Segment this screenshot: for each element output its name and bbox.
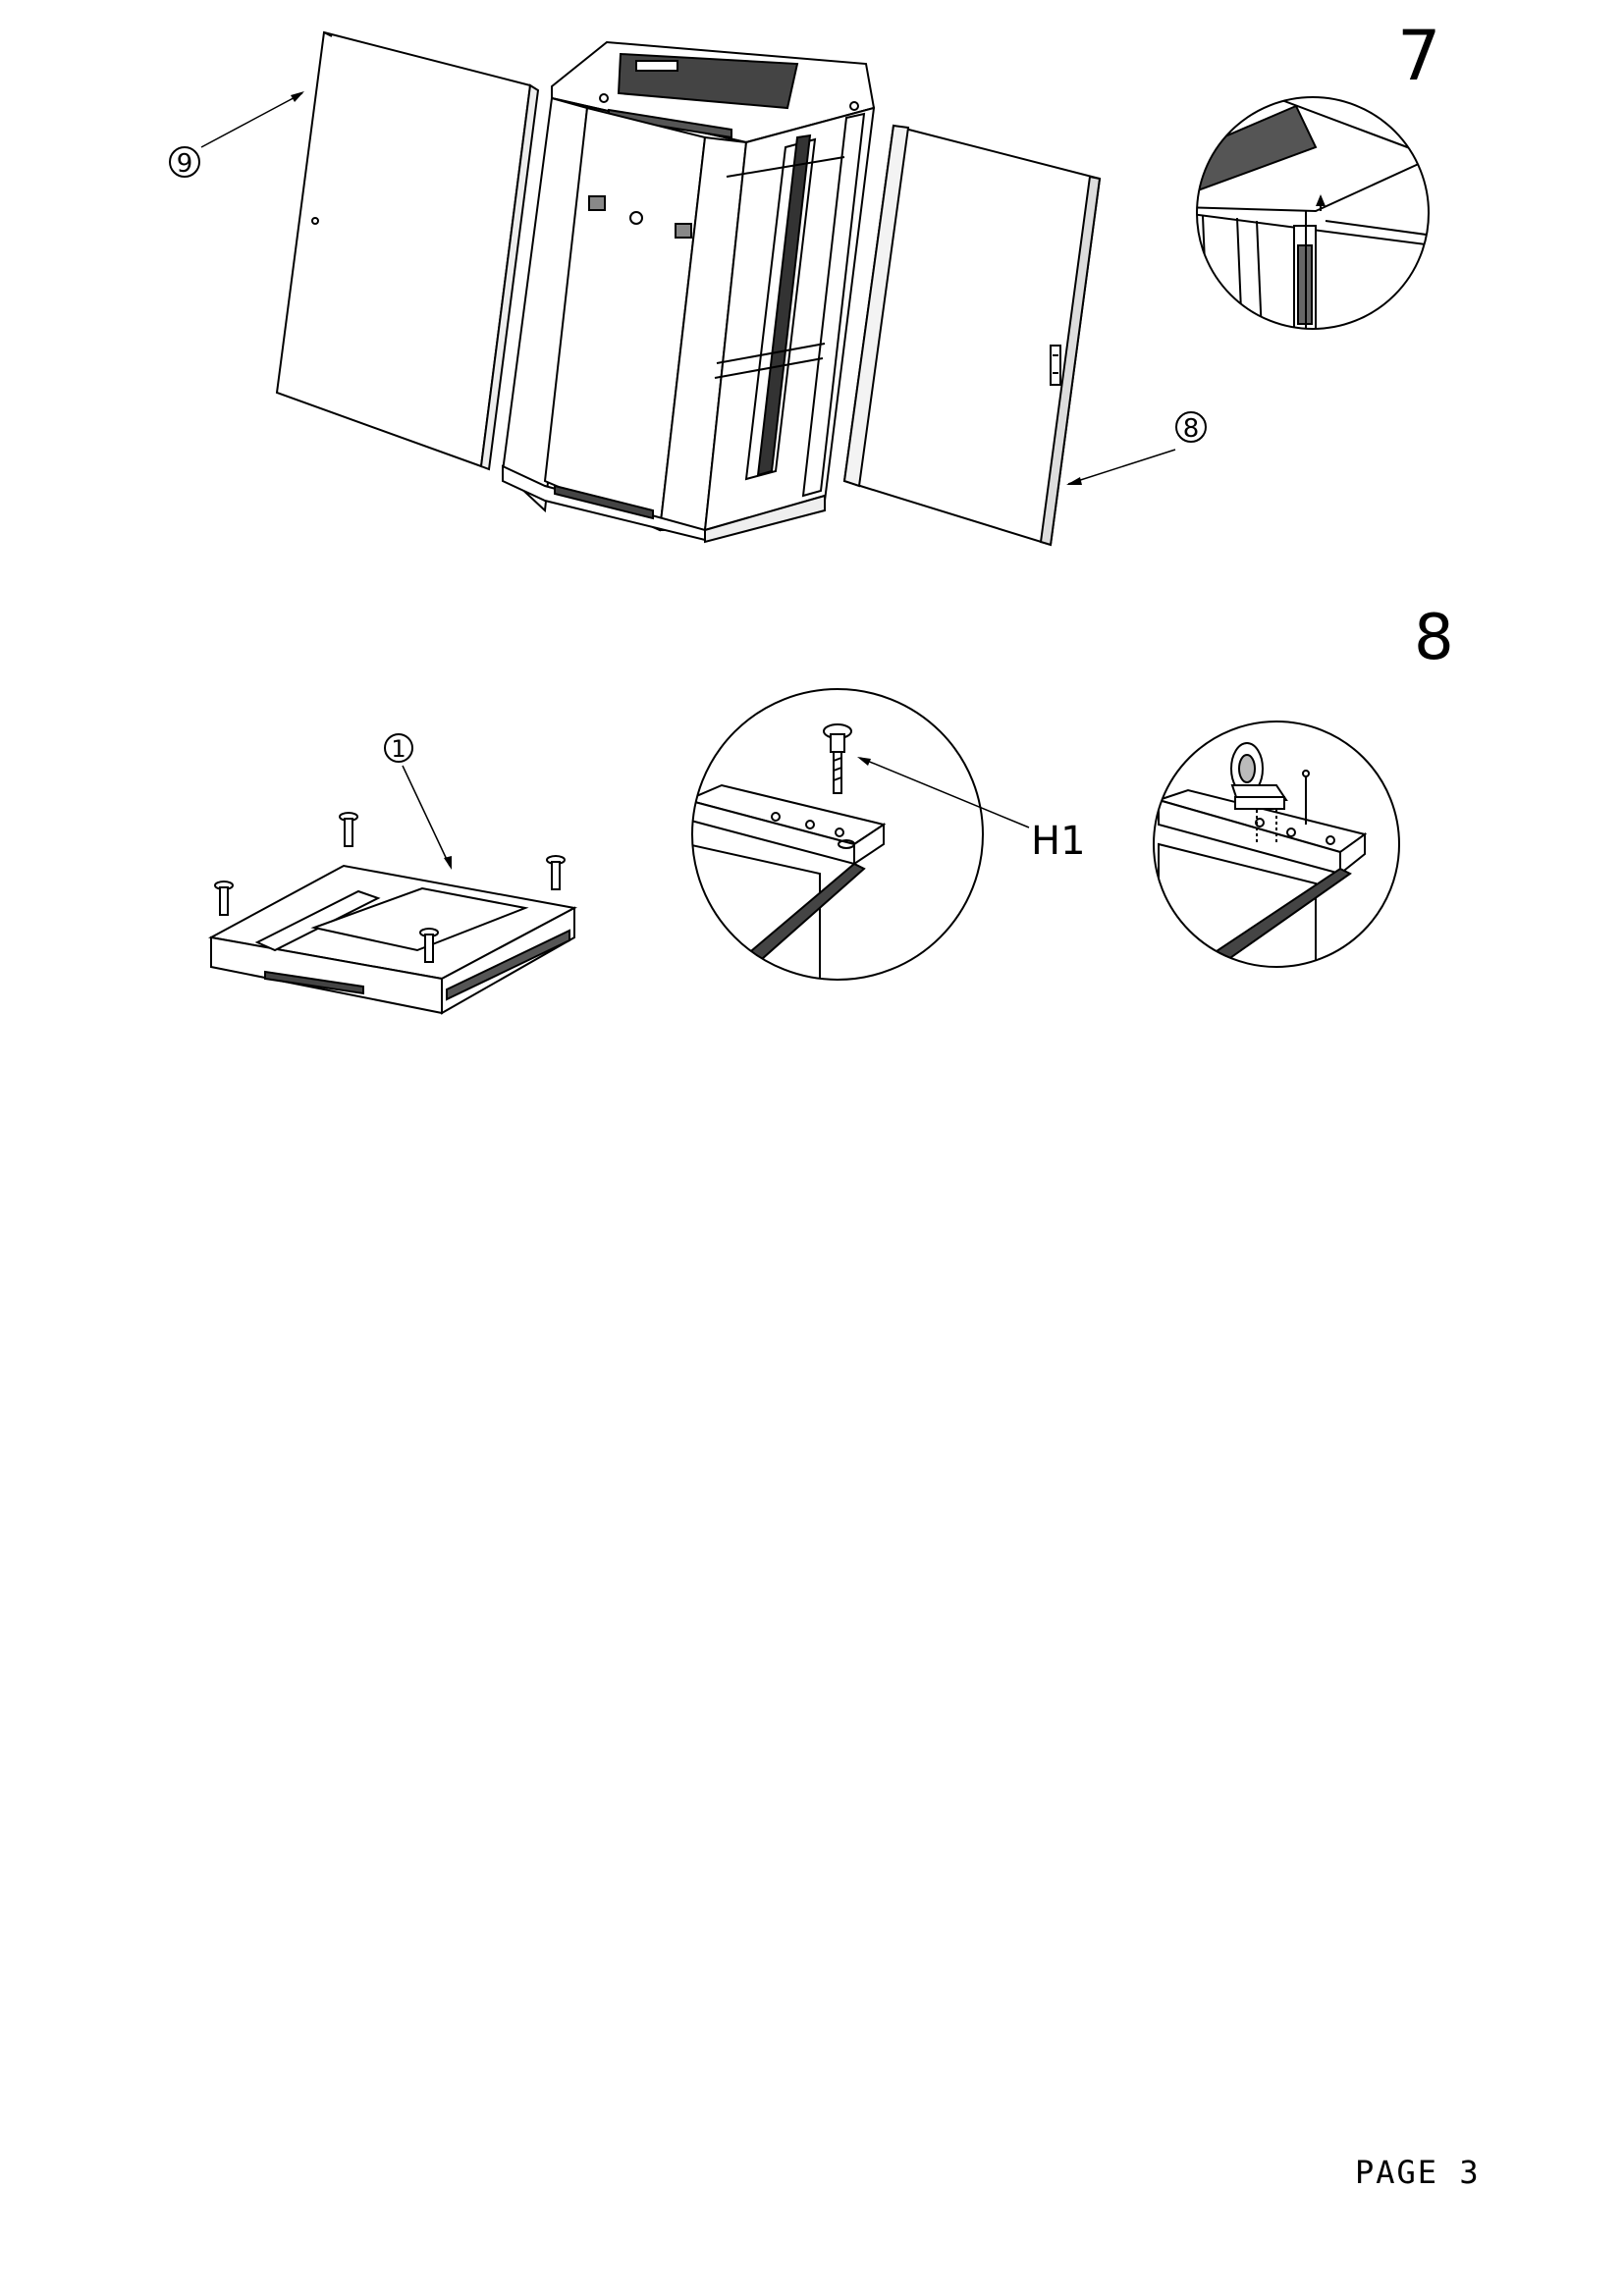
- step-8-number: 8: [1414, 602, 1454, 674]
- callout-1-label: 1: [391, 735, 406, 763]
- callout-9-label: 9: [177, 149, 193, 179]
- page-number: PAGE 3: [1355, 2154, 1481, 2191]
- side-panel-drawing: [275, 30, 540, 471]
- callout-1: 1: [384, 733, 452, 870]
- detail-circle-screw: [691, 688, 984, 981]
- base-frame-drawing: [208, 812, 578, 1015]
- callout-h1: H1: [857, 757, 1086, 864]
- callout-h1-label: H1: [1031, 819, 1086, 864]
- callout-8-label: 8: [1183, 414, 1200, 444]
- door-drawing: [842, 124, 1102, 547]
- detail-circle-hinge: [1196, 96, 1430, 330]
- callout-8: 8: [1066, 411, 1207, 485]
- callout-9: 9: [169, 91, 304, 179]
- cabinet-drawing: [501, 40, 876, 544]
- detail-circle-caster: [1153, 721, 1400, 968]
- step-7-number: 7: [1397, 16, 1441, 96]
